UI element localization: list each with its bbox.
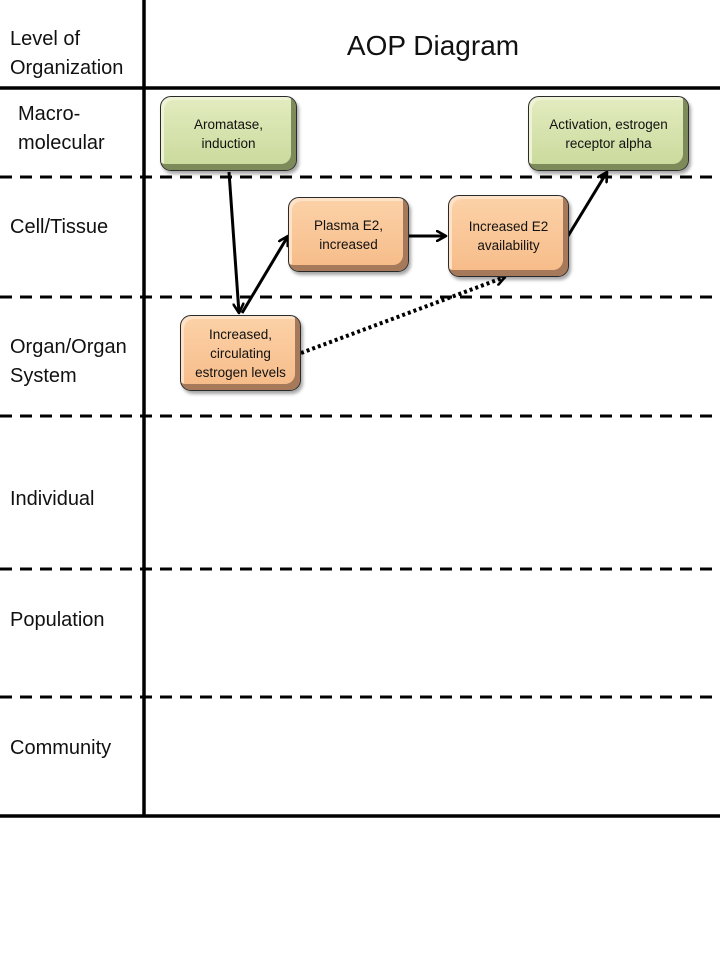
node-activation-estrogen-receptor-alpha[interactable]: Activation, estrogen receptor alpha: [528, 96, 689, 171]
level-label-community: Community: [10, 737, 112, 759]
node-increased-circulating-estrogen-levels[interactable]: Increased, circulating estrogen levels: [180, 315, 301, 391]
level-label-population: Population: [10, 609, 105, 631]
edge-circulating-estrogen-to-plasma-e2: [240, 236, 288, 314]
edge-aromatase-to-circulating-estrogen: [227, 171, 239, 313]
level-label-macromolecular: Macro- molecular: [18, 103, 105, 154]
level-label-organ: Organ/Organ System: [10, 336, 127, 387]
node-aromatase-induction[interactable]: Aromatase, induction: [160, 96, 297, 171]
edge-e2-availability-to-er-alpha: [566, 172, 607, 237]
level-label-individual: Individual: [10, 488, 95, 510]
node-increased-e2-availability[interactable]: Increased E2 availability: [448, 195, 569, 277]
page-title: AOP Diagram: [346, 30, 520, 61]
node-plasma-e2-increased[interactable]: Plasma E2, increased: [288, 197, 409, 272]
level-label-cell-tissue: Cell/Tissue: [10, 216, 109, 238]
level-column-header: Level of Organization: [10, 28, 124, 79]
edge-circulating-estrogen-to-e2-availability-dotted: [300, 277, 505, 355]
